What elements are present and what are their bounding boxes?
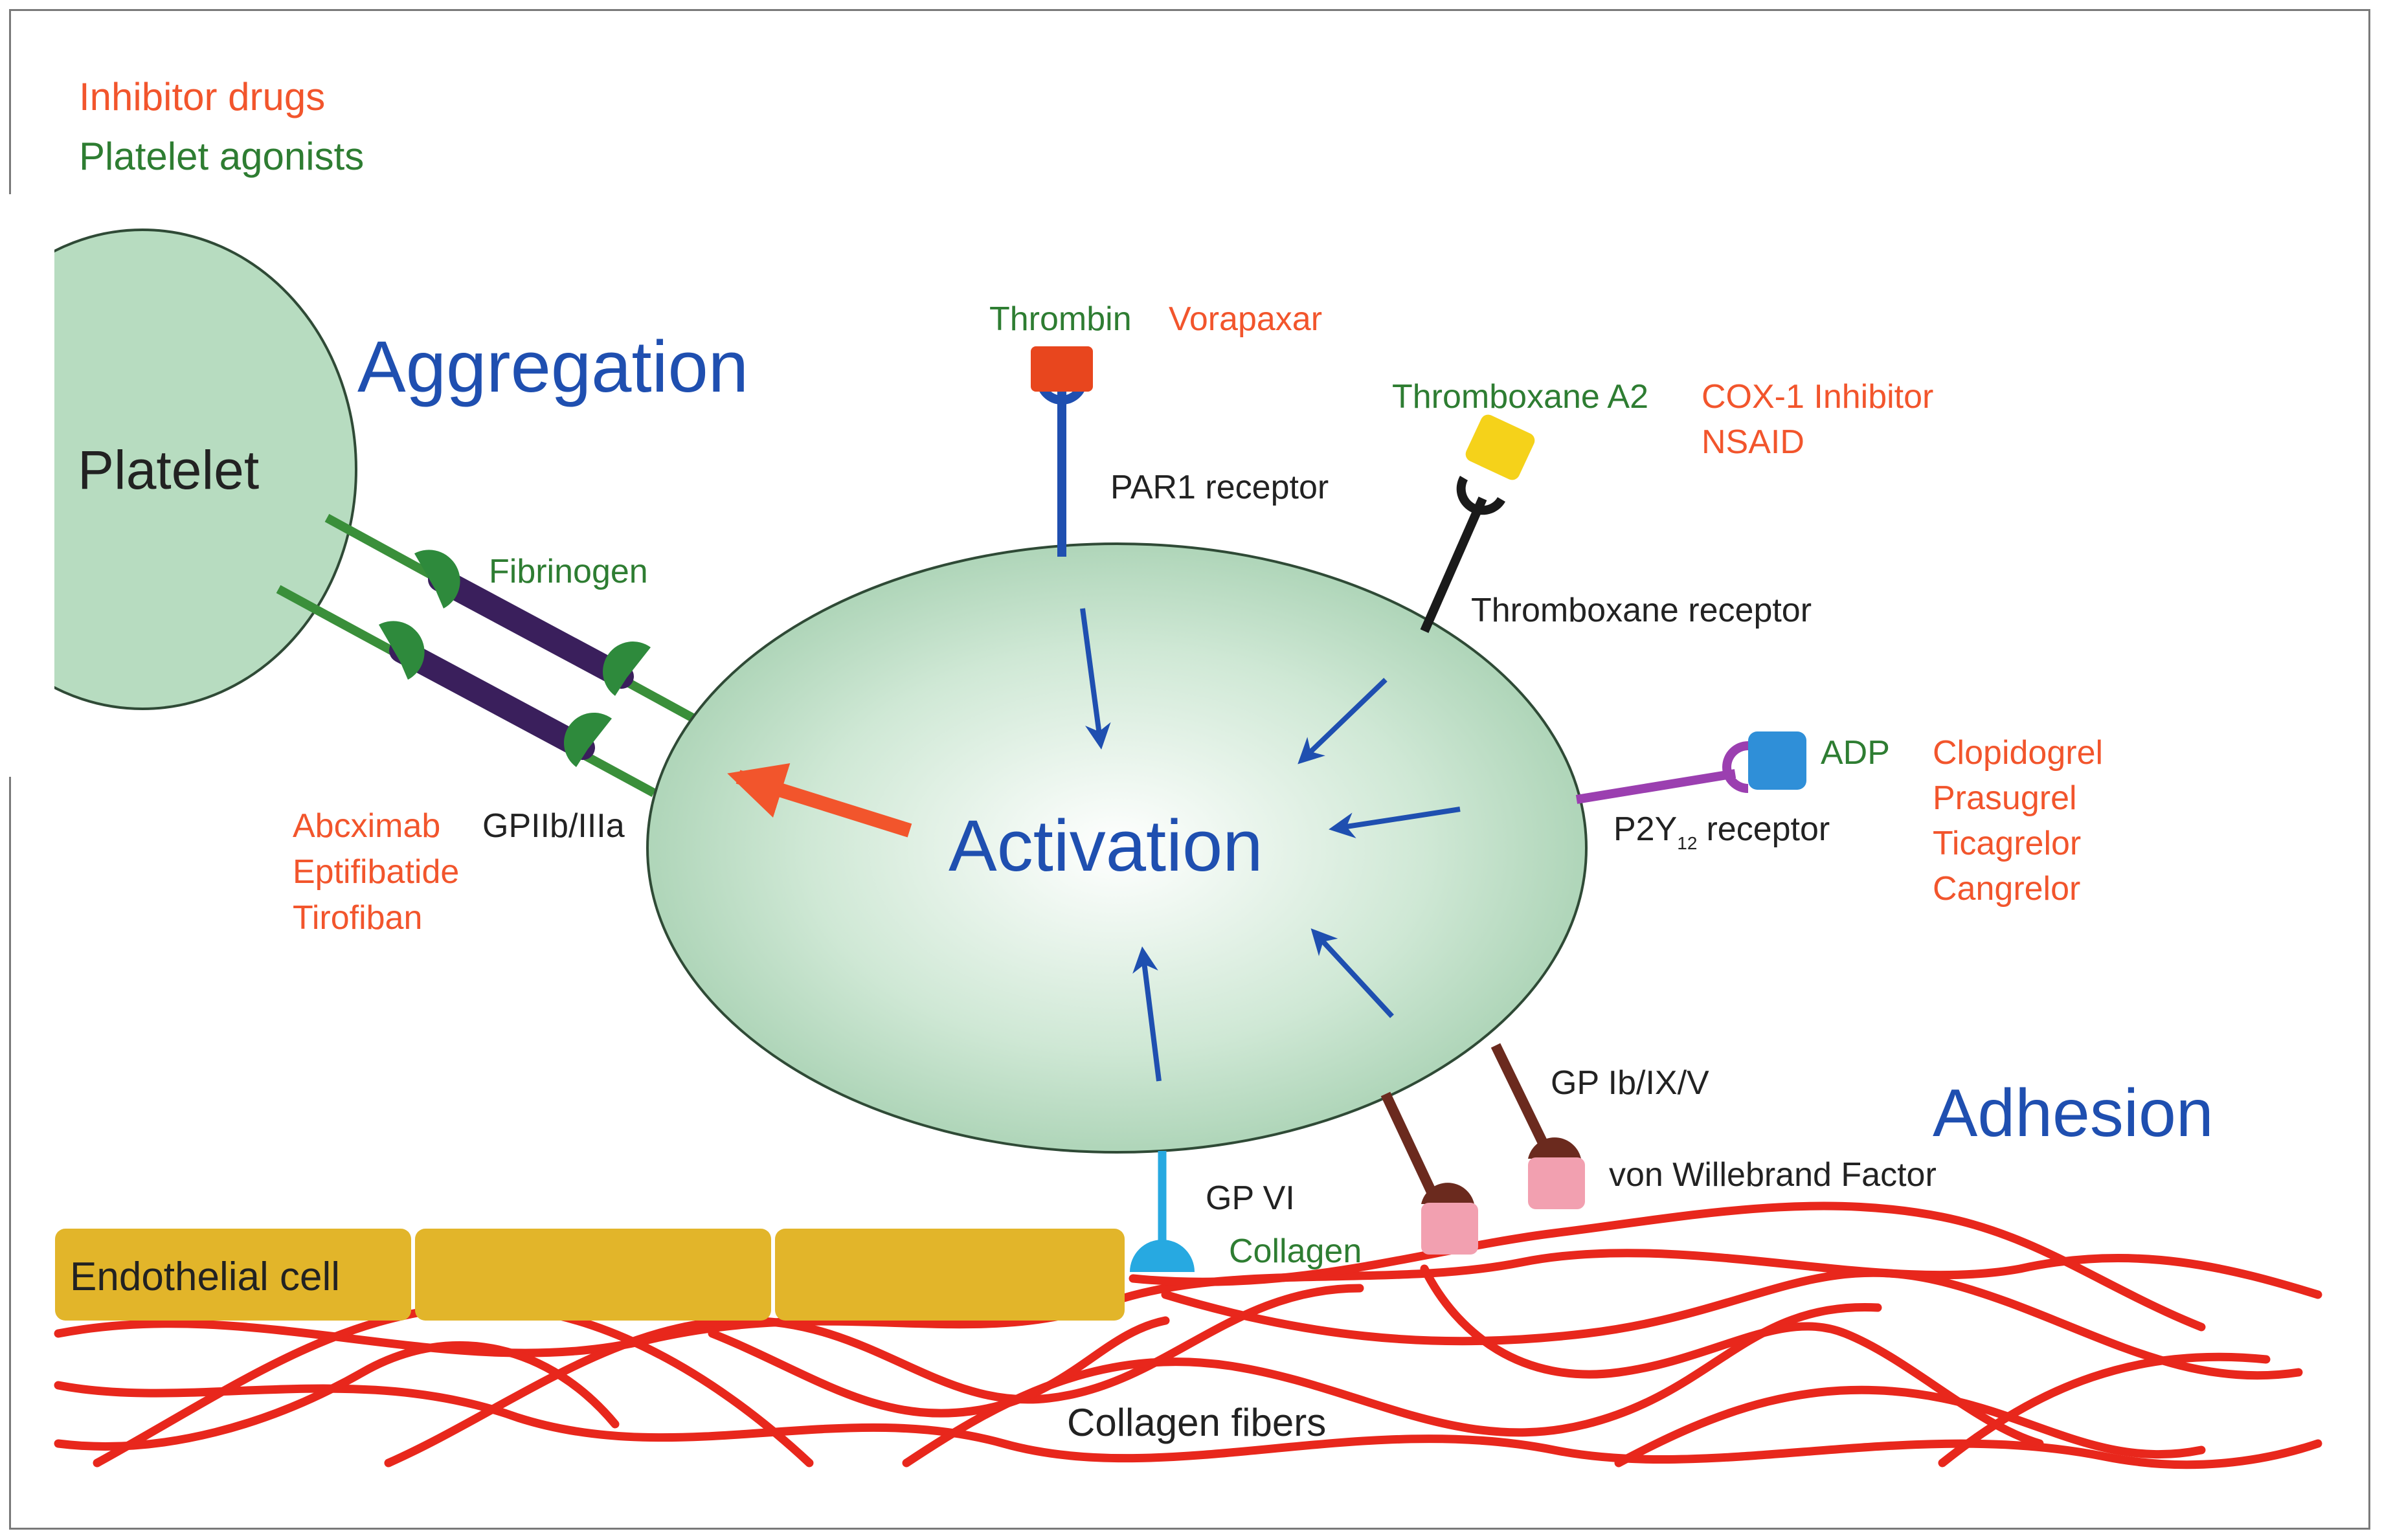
gp-ib-ix-v-receptors [1380,1043,1585,1255]
label-par1-receptor: PAR1 receptor [1110,469,1329,506]
p2y-subscript: 12 [1677,833,1697,853]
adp-ligand [1748,731,1806,790]
label-gp-vi: GP VI [1206,1179,1295,1217]
signal-arrows [1080,608,1461,1082]
gpiib-iiia-cap [379,621,425,680]
agonist-adp: ADP [1821,734,1890,772]
gpiib-iiia-cap [414,550,460,608]
fibrinogen-bridge [276,513,708,798]
thrombin-ligand [1031,346,1093,392]
label-endothelial-cell: Endothelial cell [70,1255,340,1299]
thromboxane-receptor [1420,414,1535,633]
drug-cox1-inhibitor: COX-1 Inhibitor [1702,378,1933,416]
label-thromboxane-receptor: Thromboxane receptor [1471,592,1812,629]
gpiib-iiia-cap [563,712,612,767]
platelet-cell-activated [646,542,1588,1154]
agonist-thrombin: Thrombin [989,300,1132,338]
endothelial-cell-3 [775,1229,1125,1321]
drug-clopidogrel: Clopidogrel [1933,734,2103,772]
drug-eptifibatide: Eptifibatide [293,853,459,891]
heading-adhesion: Adhesion [1933,1076,2214,1151]
label-gp-ib-ix-v: GP Ib/IX/V [1551,1064,1709,1102]
endothelial-cell-2 [415,1229,771,1321]
p2y-receptor-word: receptor [1706,810,1830,848]
label-fibrinogen: Fibrinogen [489,553,648,590]
legend-platelet-agonists: Platelet agonists [79,135,364,178]
drug-tirofiban: Tirofiban [293,899,422,937]
heading-activation: Activation [949,805,1263,886]
platelet-left-clip-mask [0,194,54,777]
fibrinogen-rod-1 [428,567,634,689]
drug-prasugrel: Prasugrel [1933,779,2077,817]
label-von-willebrand-factor: von Willebrand Factor [1609,1156,1937,1194]
label-gpiib-iiia: GPIIb/IIIa [482,807,625,845]
drug-nsaid: NSAID [1702,423,1804,461]
platelet-cell-left [0,229,357,710]
label-p2y12-receptor: P2Y12 receptor [1613,810,1830,853]
p2y-text: P2Y [1613,810,1677,848]
agonist-collagen: Collagen [1229,1233,1362,1270]
par1-receptor [1031,346,1093,557]
label-platelet: Platelet [78,440,259,500]
drug-abciximab: Abcximab [293,807,440,845]
fibrinogen-rod-2 [389,638,595,760]
vwf-ligand [1421,1203,1478,1255]
p2y12-receptor [1575,731,1806,804]
vwf-ligand [1528,1157,1585,1209]
drug-cangrelor: Cangrelor [1933,870,2080,908]
gp-vi-receptor [1130,1151,1195,1272]
gpiib-iiia-cap [603,642,651,696]
endothelial-cell-1 [55,1229,411,1321]
legend-inhibitor-drugs: Inhibitor drugs [79,75,325,118]
aggregation-arrow [727,763,912,838]
label-collagen-fibers: Collagen fibers [1067,1401,1326,1444]
drug-ticagrelor: Ticagrelor [1933,825,2081,862]
endothelial-layer [55,1229,1125,1321]
drug-vorapaxar: Vorapaxar [1169,300,1322,338]
thromboxane-a2-ligand [1465,414,1535,480]
heading-aggregation: Aggregation [357,326,748,407]
collagen-fiber-network [54,1201,2322,1469]
agonist-thromboxane-a2: Thromboxane A2 [1392,378,1648,416]
